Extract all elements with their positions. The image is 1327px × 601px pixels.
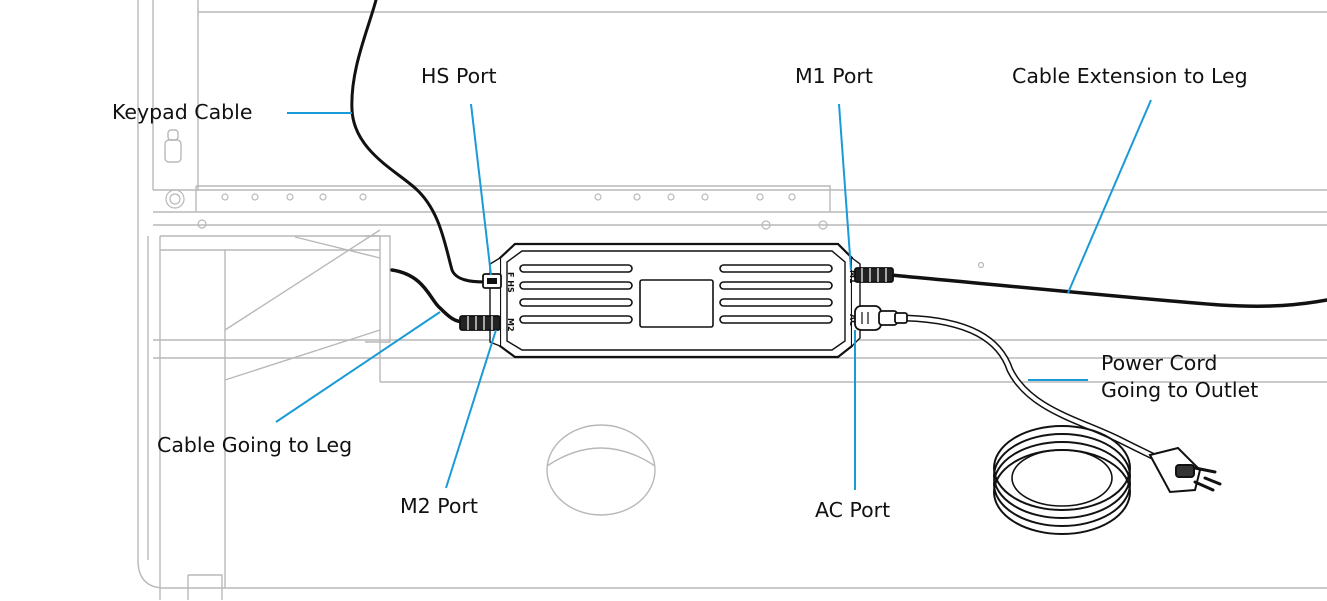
extension-cable [888,273,1327,308]
cable-to-leg-label: Cable Going to Leg [157,433,353,457]
hs-port-callout [470,103,492,276]
ac-connector [854,305,908,331]
hs-port-label: HS Port [421,64,497,88]
keypad-cable [350,0,487,284]
m1-port-label: M1 Port [795,64,873,88]
frame-holes [165,189,985,269]
power-cord-label-line2: Going to Outlet [1101,378,1259,402]
m2-port-marking: M2 [506,318,515,332]
cables [350,0,1327,535]
hs-port-marking: F HS [506,272,515,293]
m1-connector [854,267,894,283]
port-markings: F HS M2 M1 AC [506,270,857,332]
cable-extension-callout [1067,99,1152,294]
cable-to-leg-callout [275,311,441,423]
keypad-cable-label: Keypad Cable [112,100,253,124]
ac-port-marking: AC [848,314,857,326]
cable-extension-label: Cable Extension to Leg [1012,64,1248,88]
m1-port-marking: M1 [848,270,857,284]
power-cord-label: Power Cord Going to Outlet [1101,350,1258,404]
m2-connector [459,315,501,331]
power-plug [1148,446,1222,494]
desk-frame [137,0,1327,600]
callout-lines [275,99,1152,490]
connectors [459,267,908,331]
power-cord-label-line1: Power Cord [1101,351,1218,375]
control-box-label-plate [639,279,714,328]
m2-port-label: M2 Port [400,494,478,518]
ac-port-label: AC Port [815,498,891,522]
control-box [489,242,861,359]
power-cord [901,314,1222,535]
leg-cable-m2 [390,268,467,324]
m1-port-callout [838,103,852,271]
m2-port-callout [445,329,497,489]
